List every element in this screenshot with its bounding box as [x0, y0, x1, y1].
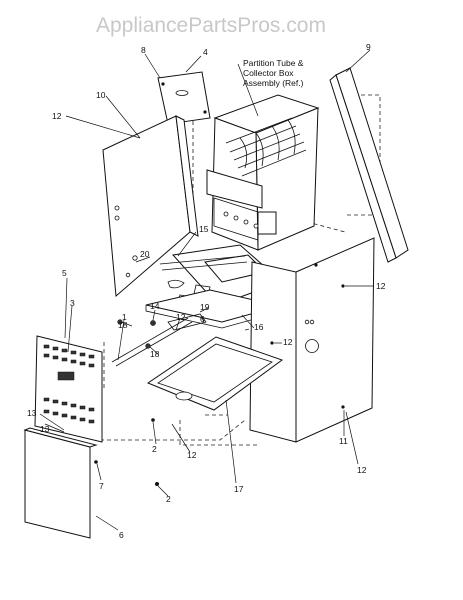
callout-12-mid: 12 — [283, 337, 293, 347]
partition-note-line-2: Collector Box — [243, 68, 294, 78]
callout-12-left: 12 — [52, 111, 62, 121]
fastener-dots — [151, 263, 345, 486]
callout-18-b: 18 — [150, 349, 160, 359]
callout-12-right-bottom: 12 — [357, 465, 367, 475]
watermark-text: AppliancePartsPros.com — [96, 14, 326, 37]
callout-14: 14 — [150, 301, 160, 311]
callout-6: 6 — [119, 530, 124, 540]
callout-numbers: 9 8 4 10 12 20 15 5 3 14 19 1 12 18 16 1… — [27, 42, 386, 540]
door-vent-grid — [43, 344, 95, 424]
callout-10: 10 — [96, 90, 106, 100]
callout-8-top: 8 — [141, 45, 146, 55]
callout-16: 16 — [254, 322, 264, 332]
callout-7: 7 — [99, 481, 104, 491]
part-cabinet-wrapper — [249, 237, 375, 443]
callout-9: 9 — [366, 42, 371, 52]
part-collector-box-assembly — [206, 94, 320, 251]
callout-17: 17 — [234, 484, 244, 494]
partition-note: Partition Tube & Collector Box Assembly … — [243, 58, 304, 88]
callout-12-center: 12 — [176, 312, 186, 322]
partition-note-line-1: Partition Tube & — [243, 58, 304, 68]
callout-3: 3 — [70, 298, 75, 308]
callout-12-bottom: 12 — [187, 450, 197, 460]
callout-13-b: 13 — [40, 424, 50, 434]
cabinet-port-icon — [305, 339, 319, 353]
callout-12-right-top: 12 — [376, 281, 386, 291]
leader-lines — [39, 49, 374, 531]
callout-19: 19 — [200, 302, 210, 312]
callout-18-a: 18 — [118, 320, 128, 330]
part-cover-plate — [157, 71, 211, 125]
callout-2-b: 2 — [166, 494, 171, 504]
part-lower-door — [23, 427, 98, 539]
callout-5: 5 — [62, 268, 67, 278]
partition-note-line-3: Assembly (Ref.) — [243, 78, 304, 88]
part-bottom-panel — [146, 336, 284, 411]
callout-1: 1 — [122, 312, 127, 322]
callout-20: 20 — [140, 249, 150, 259]
callout-2-a: 2 — [152, 444, 157, 454]
part-left-side-panel — [102, 115, 199, 298]
callout-13-a: 13 — [27, 408, 37, 418]
plate-slot-icon — [175, 90, 189, 96]
callout-4: 4 — [203, 47, 208, 57]
part-rear-panel — [329, 67, 409, 263]
door-label-plate — [57, 371, 75, 381]
part-support-rod — [111, 313, 207, 367]
part-front-door — [34, 335, 103, 443]
callout-15: 15 — [199, 224, 209, 234]
callout-11: 11 — [339, 436, 348, 446]
callout-6-small: 6 — [200, 314, 205, 324]
